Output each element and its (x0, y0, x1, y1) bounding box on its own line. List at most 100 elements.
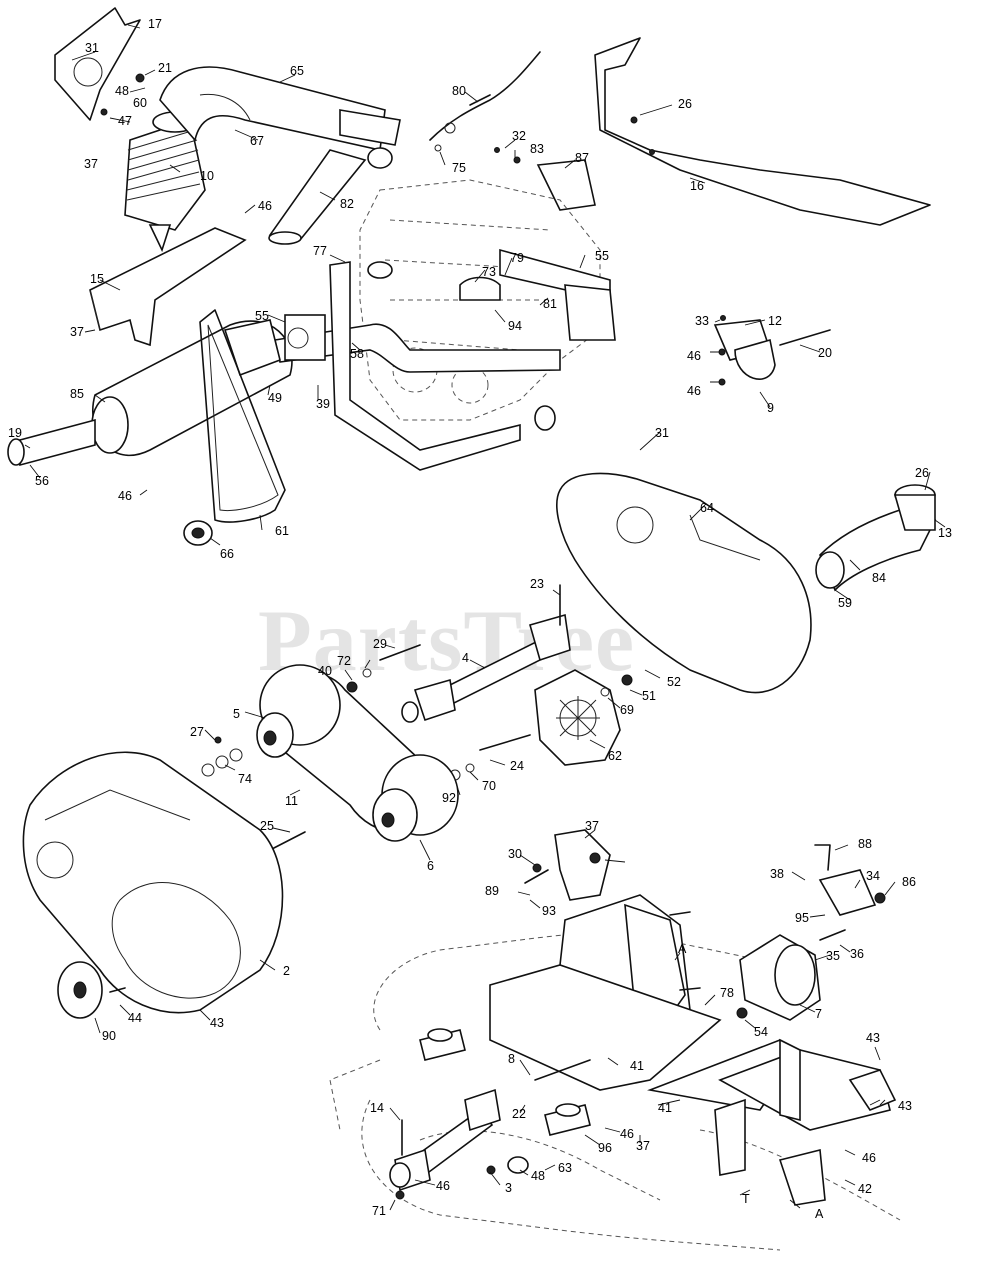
engine-bracket (494, 147, 596, 211)
callout: 59 (838, 596, 852, 610)
callout: 51 (642, 689, 656, 703)
callout: 2 (283, 964, 290, 978)
callout: 67 (250, 134, 264, 148)
callout: 92 (442, 791, 456, 805)
callout: 43 (210, 1016, 224, 1030)
callout: 81 (543, 297, 557, 311)
callout: 94 (508, 319, 522, 333)
callout: 23 (530, 577, 544, 591)
callout: 87 (575, 151, 589, 165)
callout: T (742, 1192, 750, 1206)
callout: 26 (678, 97, 692, 111)
callout: 64 (700, 501, 714, 515)
callout: 11 (285, 794, 298, 808)
callout: 22 (512, 1107, 526, 1121)
callout: 69 (620, 703, 634, 717)
callout: 79 (510, 251, 524, 265)
callout: 78 (720, 986, 734, 1000)
callout: 63 (558, 1161, 572, 1175)
callout: 47 (118, 114, 132, 128)
callout: 33 (695, 314, 709, 328)
callout: 48 (115, 84, 129, 98)
callout: A (678, 942, 687, 956)
callout: 85 (70, 387, 84, 401)
callout: 55 (255, 309, 269, 323)
callout: 41 (658, 1101, 672, 1115)
callout: 21 (158, 61, 172, 75)
air-cleaner-bracket (54, 7, 145, 121)
callout: 58 (350, 347, 364, 361)
callout: 10 (200, 169, 214, 183)
callout: 43 (898, 1099, 912, 1113)
callout: 48 (531, 1169, 545, 1183)
callout: 42 (858, 1182, 872, 1196)
callout: 6 (427, 859, 434, 873)
callouts: 17 31 21 48 60 47 65 37 10 46 67 82 80 3… (8, 17, 952, 1221)
callout: 43 (866, 1031, 880, 1045)
callout: 13 (938, 526, 952, 540)
drive-plate (534, 669, 621, 766)
callout: 71 (372, 1204, 386, 1218)
callout: 29 (373, 637, 387, 651)
callout: 20 (818, 346, 832, 360)
callout: 93 (542, 904, 556, 918)
callout: 66 (220, 547, 234, 561)
callout: 46 (118, 489, 132, 503)
transmission-bracket (524, 829, 611, 901)
callout: 5 (233, 707, 240, 721)
callout: 36 (850, 947, 864, 961)
cvt-clutches (256, 664, 459, 842)
callout: 8 (508, 1052, 515, 1066)
alternator (736, 844, 886, 1021)
frame (489, 964, 897, 1206)
callout: 84 (872, 571, 886, 585)
callout: 46 (687, 349, 701, 363)
callout: 27 (190, 725, 204, 739)
intake-pipe (268, 149, 367, 245)
callout: 32 (512, 129, 526, 143)
callout: 73 (482, 265, 496, 279)
callout: 46 (620, 1127, 634, 1141)
callout: 17 (148, 17, 162, 31)
callout: 46 (687, 384, 701, 398)
callout: 44 (128, 1011, 142, 1025)
drive-shaft-upper (401, 584, 571, 723)
callout: 89 (485, 884, 499, 898)
intake-tube (159, 66, 401, 169)
exhaust-pipes (223, 248, 616, 471)
callout: 65 (290, 64, 304, 78)
callout: 37 (585, 819, 599, 833)
callout: 55 (595, 249, 609, 263)
fuel-filter (713, 315, 831, 386)
callout: 46 (862, 1151, 876, 1165)
shroud-panel (594, 37, 931, 226)
drive-shaft-lower (389, 1088, 501, 1200)
callout: 62 (608, 749, 622, 763)
belt (199, 309, 286, 523)
callout: 39 (316, 397, 330, 411)
callout: 75 (452, 161, 466, 175)
callout: 19 (8, 426, 22, 440)
callout: 3 (505, 1181, 512, 1195)
callout: 9 (767, 401, 774, 415)
callout: 24 (510, 759, 524, 773)
callout: 26 (915, 466, 929, 480)
callout: 40 (318, 664, 332, 678)
callout: 74 (238, 772, 252, 786)
heat-shield (89, 227, 247, 347)
callout: 72 (337, 654, 351, 668)
callout: 52 (667, 675, 681, 689)
callout: 83 (530, 142, 544, 156)
callout: 41 (630, 1059, 644, 1073)
callout: 35 (826, 949, 840, 963)
callout: 96 (598, 1141, 612, 1155)
callout: 15 (90, 272, 104, 286)
intake-duct (815, 484, 937, 592)
pulley-small (183, 520, 213, 546)
callout: 31 (85, 41, 99, 55)
callout: 46 (258, 199, 272, 213)
callout: 77 (313, 244, 327, 258)
callout: 31 (655, 426, 669, 440)
callout: 25 (260, 819, 274, 833)
